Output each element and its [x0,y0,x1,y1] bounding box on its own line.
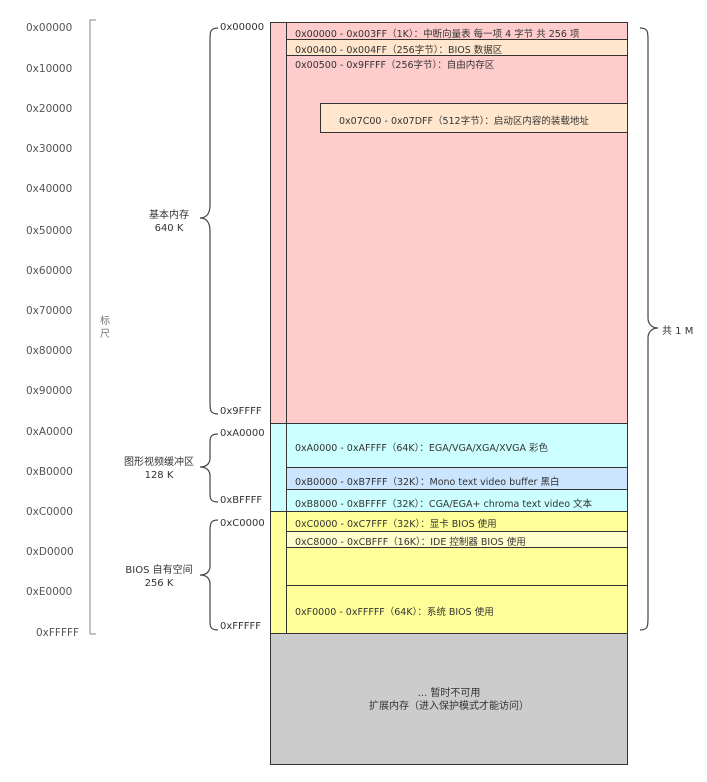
ruler-tick: 0x00000 [26,22,73,34]
ruler-tick: 0x20000 [26,103,73,115]
ruler-tick: 0x50000 [26,225,73,237]
ruler-tick: 0xB0000 [26,466,73,478]
ruler-tick: 0x80000 [26,345,73,357]
bios-brace [199,519,219,631]
video-buffer-size: 128 K [144,470,174,481]
ega-text: 0xA0000 - 0xAFFFF（64K）：EGA/VGA/XGA/XVGA … [295,443,548,454]
bios-space-name: BIOS 自有空间 [125,565,193,576]
ivt-text: 0x00000 - 0x003FF（1K）：中断向量表 每一项 4 字节 共 2… [295,29,580,40]
video-end-label: 0xBFFFF [220,495,263,506]
video-brace [199,433,219,503]
bios-start-label: 0xC0000 [220,518,265,529]
total-label: 共 1 M [662,326,694,337]
ruler-tick: 0x70000 [26,305,73,317]
bda-region: 0x00400 - 0x004FF（256字节）：BIOS 数据区 [286,39,628,56]
base-memory-size: 640 K [154,223,184,234]
ruler-tick: 0xC0000 [26,506,73,518]
base-memory-name: 基本内存 [149,210,189,221]
bios-space-size: 256 K [144,578,174,589]
video-bios-region: 0xC0000 - 0xC7FFF（32K）：显卡 BIOS 使用 [286,511,628,532]
ide-bios-text: 0xC8000 - 0xCBFFF（16K）：IDE 控制器 BIOS 使用 [295,537,526,548]
extended-line-1: ... 暂时不可用 [417,688,481,699]
ruler-tick: 0x40000 [26,183,73,195]
extended-memory-region: ... 暂时不可用 扩展内存（进入保护模式才能访问） [270,633,628,765]
ruler-tick: 0x60000 [26,265,73,277]
bios-end-label: 0xFFFFF [220,621,262,632]
free-memory-text: 0x00500 - 0x9FFFF（256字节）：自由内存区 [295,60,495,71]
ide-bios-region: 0xC8000 - 0xCBFFF（16K）：IDE 控制器 BIOS 使用 [286,531,628,548]
base-start-label: 0x00000 [220,22,265,33]
video-start-label: 0xA0000 [220,428,265,439]
ruler-tick: 0xE0000 [26,586,73,598]
video-buffer-label: 图形视频缓冲区 128 K [118,456,200,482]
boot-sector-region: 0x07C00 - 0x07DFF（512字节）：启动区内容的装载地址 [320,103,628,133]
video-buffer-name: 图形视频缓冲区 [124,457,194,468]
ruler-tick: 0x30000 [26,143,73,155]
ruler-tick: 0xFFFFF [36,627,80,639]
ivt-region: 0x00000 - 0x003FF（1K）：中断向量表 每一项 4 字节 共 2… [286,22,628,40]
bios-space-label: BIOS 自有空间 256 K [120,564,198,590]
cga-text: 0xB8000 - 0xBFFFF（32K）：CGA/EGA+ chroma t… [295,499,593,510]
ruler-tick: 0x90000 [26,385,73,397]
base-memory-region [270,22,628,424]
video-bios-text: 0xC0000 - 0xC7FFF（32K）：显卡 BIOS 使用 [295,519,497,530]
total-brace [639,27,659,631]
extended-memory-label: ... 暂时不可用 扩展内存（进入保护模式才能访问） [271,687,627,713]
system-bios-text: 0xF0000 - 0xFFFFF（64K）：系统 BIOS 使用 [295,607,494,618]
mono-region: 0xB0000 - 0xB7FFF（32K）：Mono text video b… [286,467,628,490]
base-memory-brace [199,27,219,415]
system-bios-region: 0xF0000 - 0xFFFFF（64K）：系统 BIOS 使用 [286,585,628,634]
boot-sector-text: 0x07C00 - 0x07DFF（512字节）：启动区内容的装载地址 [339,116,589,127]
ruler-tick: 0xD0000 [26,546,74,558]
base-memory-divider [286,22,287,424]
bios-divider [286,511,287,634]
ruler-bracket [89,19,96,635]
extended-line-2: 扩展内存（进入保护模式才能访问） [369,701,529,712]
ruler-label: 标 尺 [100,316,110,340]
base-end-label: 0x9FFFF [220,406,262,417]
mono-text: 0xB0000 - 0xB7FFF（32K）：Mono text video b… [295,477,560,488]
base-memory-label: 基本内存 640 K [138,209,200,235]
ruler-tick: 0x10000 [26,63,73,75]
bda-text: 0x00400 - 0x004FF（256字节）：BIOS 数据区 [295,45,503,56]
cga-region: 0xB8000 - 0xBFFFF（32K）：CGA/EGA+ chroma t… [286,489,628,512]
ruler-tick: 0xA0000 [26,426,73,438]
